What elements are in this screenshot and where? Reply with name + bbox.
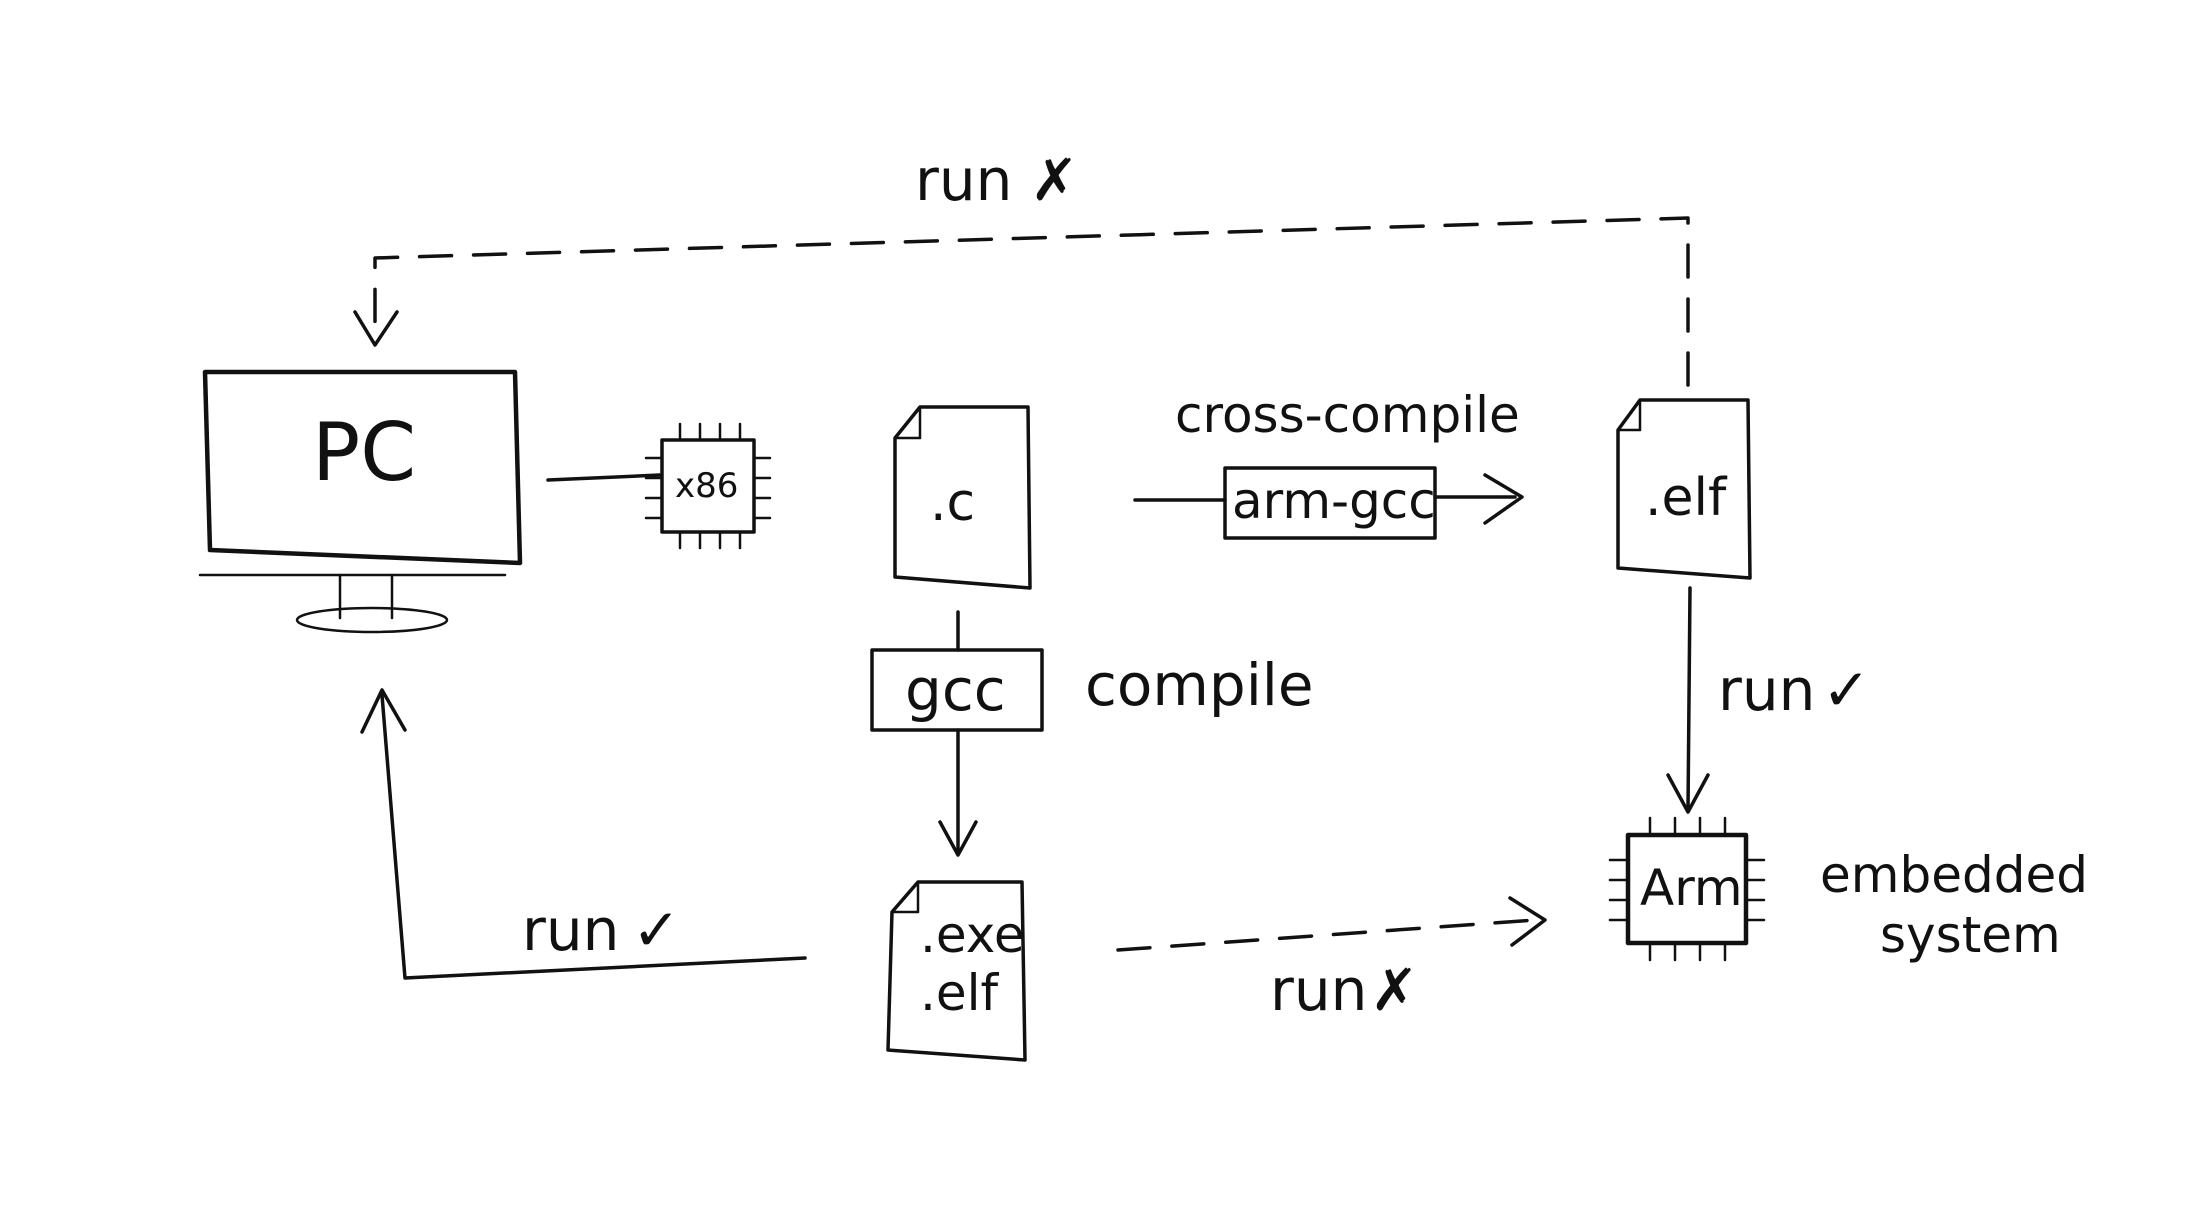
embedded-system-line1: embedded bbox=[1820, 846, 2088, 904]
edge-exe-to-arm-label: run bbox=[1270, 956, 1367, 1024]
arm-chip-label: Arm bbox=[1640, 859, 1743, 917]
elf-file: .elf bbox=[1616, 398, 1752, 580]
exe-file: .exe .elf bbox=[886, 880, 1027, 1062]
x86-chip-label: x86 bbox=[675, 466, 738, 506]
edge-elf-to-arm: run ✓ bbox=[1666, 586, 1871, 814]
edge-pc-to-x86 bbox=[546, 473, 662, 482]
edge-exe-to-pc-arrowhead bbox=[360, 688, 407, 734]
edge-elf-to-pc: run ✗ bbox=[353, 146, 1690, 387]
exe-file-line1: .exe bbox=[920, 906, 1025, 964]
edge-elf-to-arm-arrowhead bbox=[1666, 773, 1710, 814]
edge-elf-to-arm-label: run bbox=[1718, 656, 1815, 724]
edge-elf-to-pc-label: run bbox=[915, 146, 1012, 214]
edge-armgcc-to-elf-arrowhead bbox=[1483, 473, 1524, 525]
arm-chip-body bbox=[1625, 832, 1749, 946]
elf-file-outline bbox=[1616, 398, 1752, 580]
edge-exe-to-arm: run ✗ bbox=[1116, 896, 1547, 1024]
pc-monitor: PC bbox=[198, 369, 523, 634]
cross-compile-label: cross-compile bbox=[1175, 386, 1520, 444]
edge-exe-to-arm-arrowhead bbox=[1508, 896, 1547, 947]
edge-c-to-elf: arm-gcc cross-compile bbox=[1133, 386, 1524, 540]
edge-c-to-exe: gcc compile bbox=[870, 610, 1314, 857]
embedded-system-label: embedded system bbox=[1820, 846, 2088, 964]
c-file-outline bbox=[893, 405, 1032, 590]
edge-gcc-to-exe-arrowhead bbox=[938, 820, 978, 857]
arm-gcc-box bbox=[1223, 466, 1437, 540]
arm-chip-pins bbox=[1608, 816, 1766, 962]
pc-label: PC bbox=[312, 406, 416, 499]
arm-gcc-label: arm-gcc bbox=[1232, 472, 1436, 530]
elf-file-corner bbox=[1616, 398, 1642, 432]
embedded-system-line2: system bbox=[1880, 906, 2061, 964]
exe-file-line2: .elf bbox=[920, 964, 1000, 1022]
gcc-label: gcc bbox=[905, 656, 1006, 724]
c-file-label: .c bbox=[930, 473, 975, 533]
edge-elf-to-pc-line bbox=[373, 216, 1690, 387]
edge-exe-to-pc: run ✓ bbox=[360, 688, 807, 980]
exe-file-corner bbox=[890, 880, 920, 914]
edge-exe-to-pc-label: run bbox=[522, 896, 619, 964]
edge-exe-to-pc-mark: ✓ bbox=[632, 896, 681, 964]
compile-label: compile bbox=[1085, 651, 1314, 719]
edge-elf-to-pc-arrowhead bbox=[353, 310, 399, 347]
pc-base bbox=[295, 606, 449, 634]
exe-file-outline bbox=[886, 880, 1027, 1062]
pc-screen-frame bbox=[202, 369, 523, 566]
c-file-corner bbox=[893, 405, 922, 440]
x86-chip: x86 bbox=[644, 422, 772, 550]
edge-exe-to-arm-line bbox=[1116, 918, 1537, 952]
edge-exe-to-arm-mark: ✗ bbox=[1370, 956, 1419, 1024]
x86-chip-body bbox=[660, 438, 756, 534]
edge-exe-to-pc-line bbox=[380, 693, 807, 980]
edge-elf-to-pc-mark: ✗ bbox=[1030, 146, 1079, 214]
edge-elf-to-arm-line bbox=[1686, 586, 1692, 812]
edge-elf-to-arm-mark: ✓ bbox=[1822, 656, 1871, 724]
x86-chip-pins bbox=[644, 422, 772, 550]
arm-chip: Arm bbox=[1608, 816, 1766, 962]
c-file: .c bbox=[893, 405, 1032, 590]
pc-stand bbox=[338, 573, 394, 620]
elf-file-label: .elf bbox=[1645, 468, 1728, 528]
